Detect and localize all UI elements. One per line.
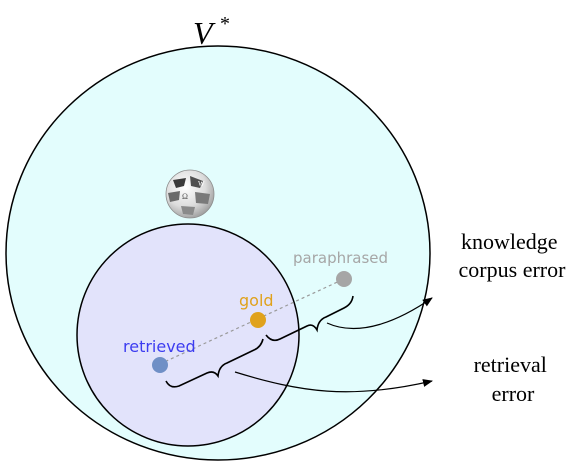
wikipedia-globe-icon: Ω W — [165, 169, 215, 219]
paraphrased-point — [336, 271, 352, 287]
retrieval-error-bracket — [165, 338, 264, 388]
outer-set-label: V * — [193, 13, 230, 51]
gold-point — [250, 312, 266, 328]
corpus-error-bracket — [265, 295, 354, 342]
knowledge-corpus-error-label: knowledge corpus error — [459, 229, 567, 282]
svg-text:Ω: Ω — [182, 192, 188, 201]
paraphrased-label: paraphrased — [293, 249, 388, 267]
retrieved-label: retrieved — [123, 337, 196, 356]
svg-text:W: W — [198, 180, 205, 188]
gold-label: gold — [239, 291, 274, 310]
inner-set-circle — [76, 223, 300, 447]
retrieval-error-label: retrieval error — [474, 352, 553, 406]
retrieved-point — [152, 357, 168, 373]
distance-dashed-line — [159, 278, 345, 365]
retrieval-error-arrow — [234, 371, 433, 393]
corpus-error-arrow — [326, 297, 433, 330]
